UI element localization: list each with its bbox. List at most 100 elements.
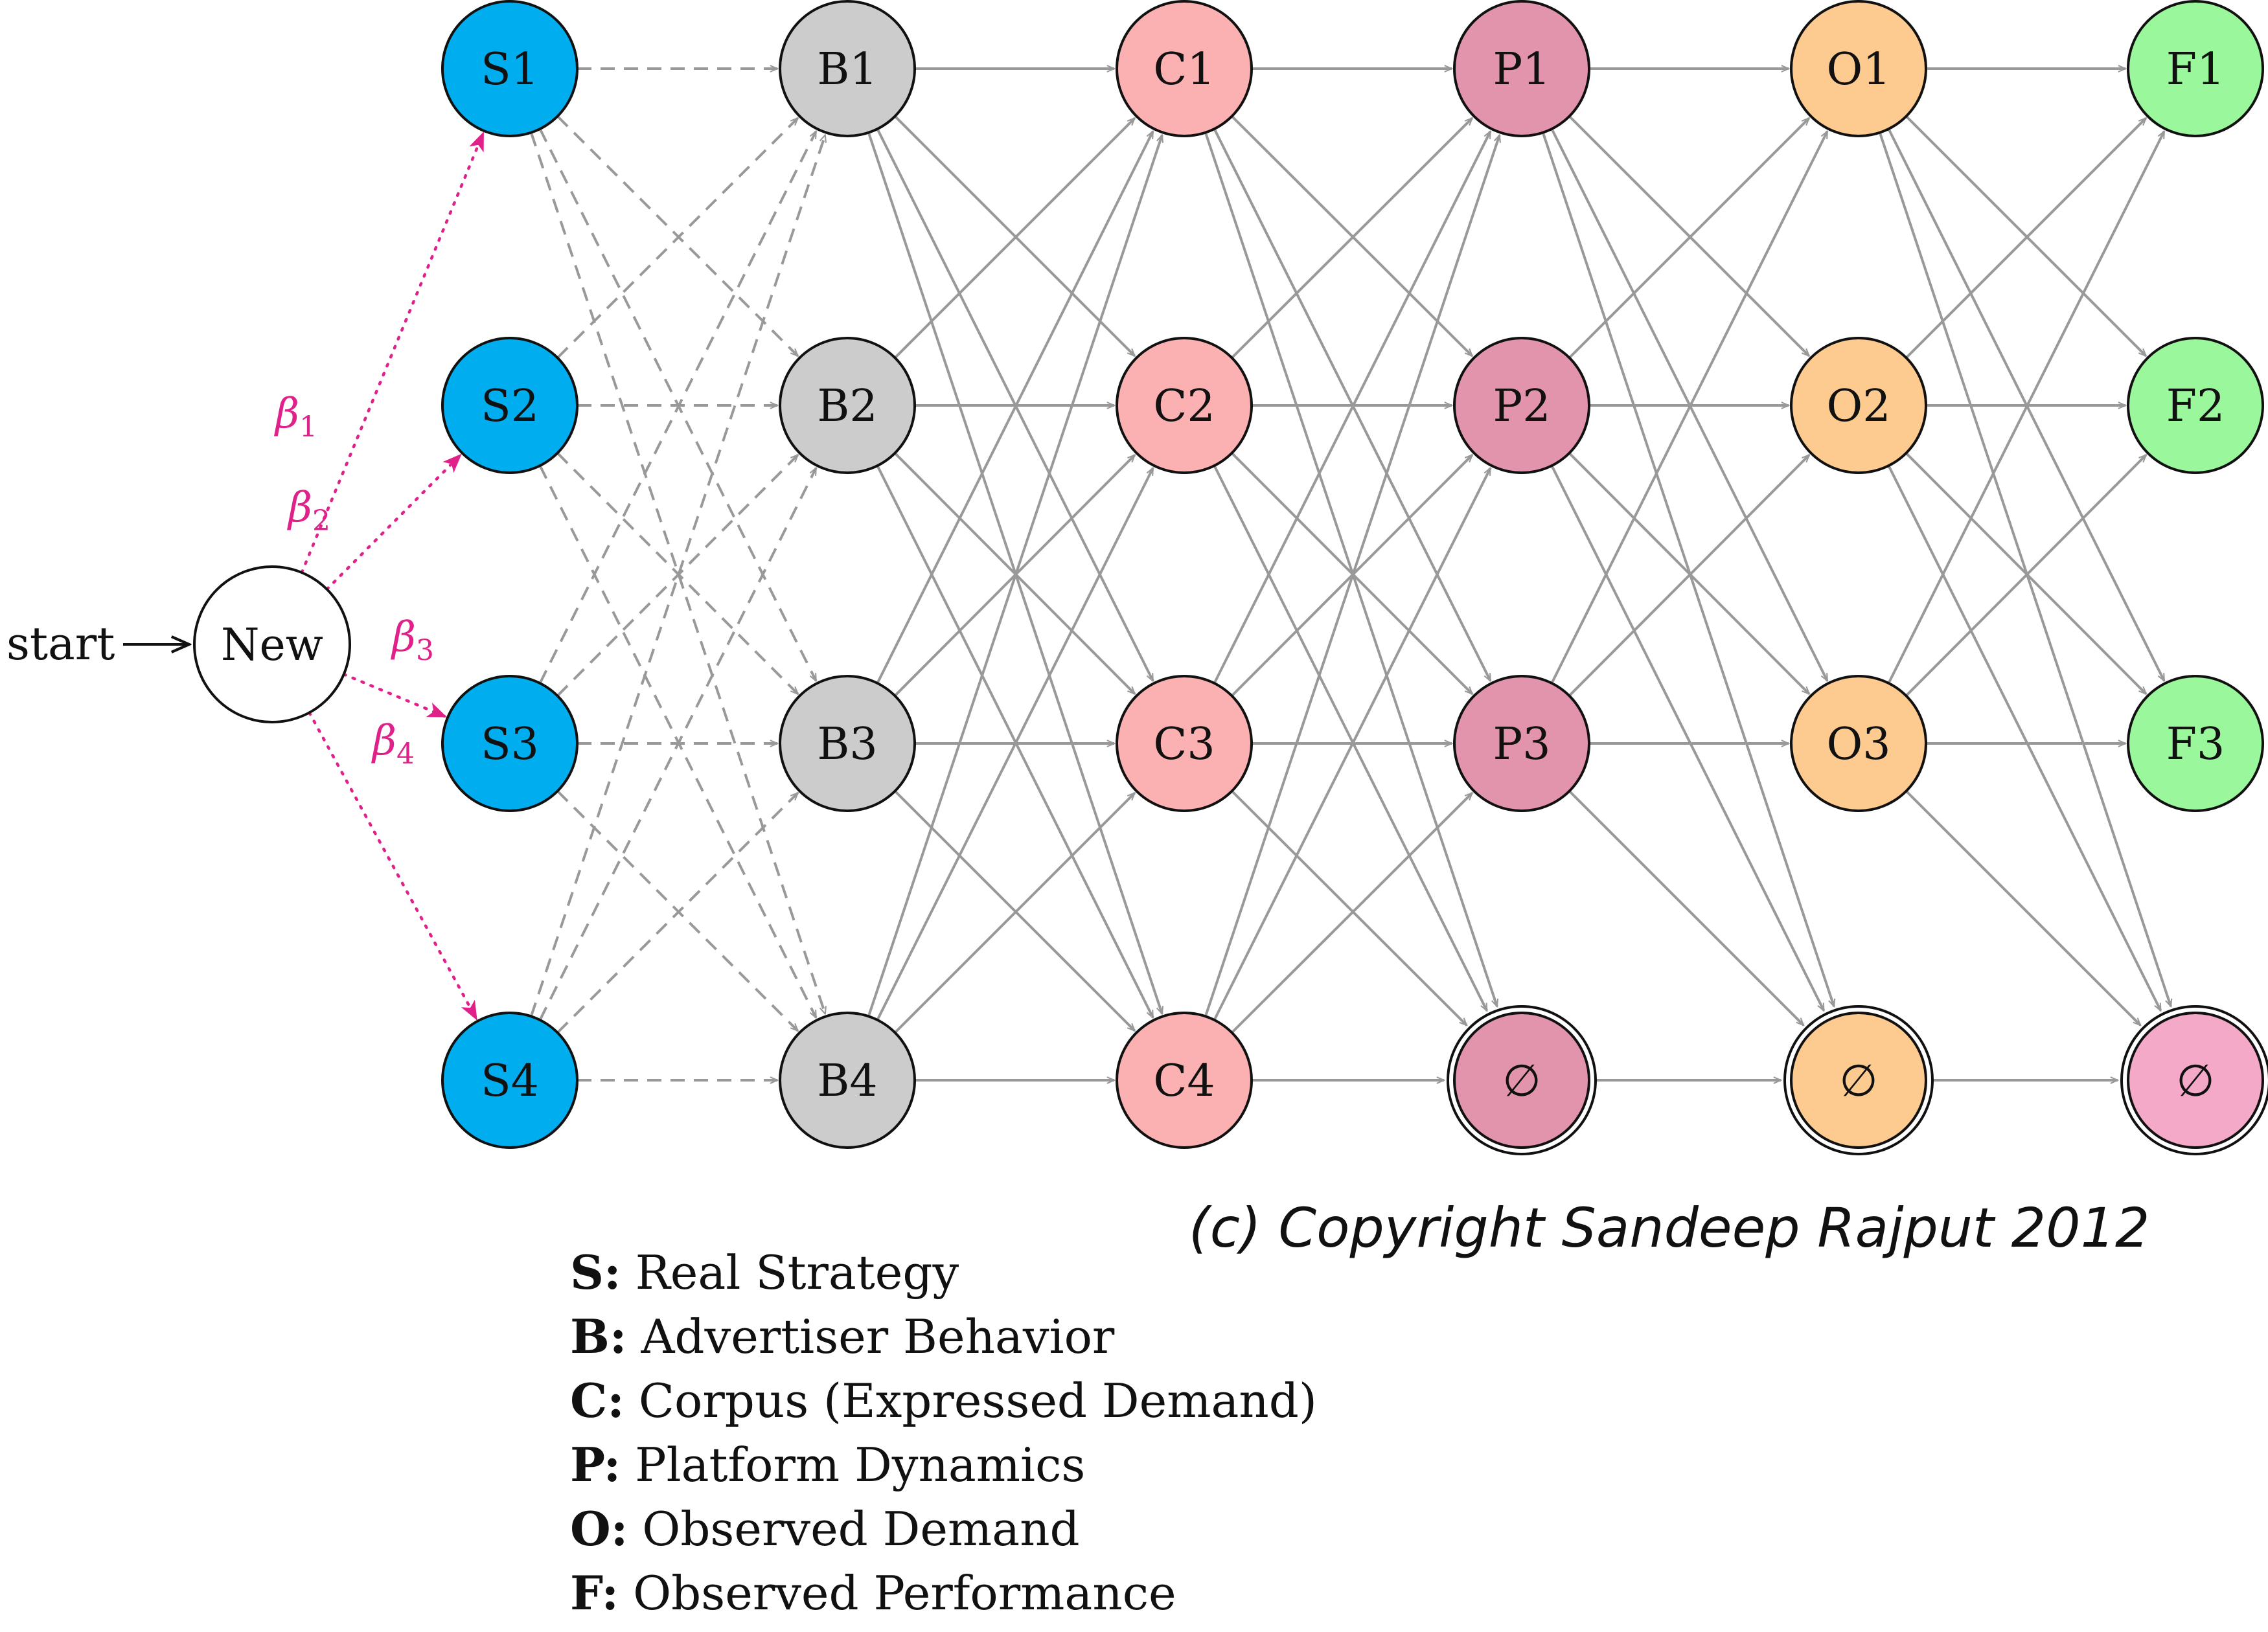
node-new-label: New	[221, 620, 323, 671]
edge-b4-to-c3	[894, 793, 1135, 1034]
node-o2-label: O2	[1826, 381, 1890, 432]
node-f2: F2	[2127, 337, 2264, 474]
edge-c2-to-p1	[1231, 118, 1472, 359]
node-f1: F1	[2127, 0, 2264, 137]
edge-c4-to-p1	[1204, 135, 1500, 1017]
node-o3-label: O3	[1826, 719, 1890, 770]
node-p3-label: P3	[1493, 719, 1550, 770]
node-f3-circle	[2127, 675, 2264, 812]
node-s1: S1	[441, 0, 578, 137]
node-c4-circle	[1116, 1012, 1253, 1149]
legend-key: B:	[570, 1309, 626, 1364]
node-new: New	[193, 565, 351, 723]
start-edge-to-s1	[300, 131, 485, 574]
legend-text: Observed Performance	[633, 1566, 1176, 1620]
node-b2: B2	[779, 337, 916, 474]
beta-label-2: β2	[287, 484, 330, 538]
node-c1-circle	[1116, 0, 1253, 137]
node-c3: C3	[1116, 675, 1253, 812]
node-f1-label: F1	[2166, 44, 2225, 95]
node-o1: O1	[1790, 0, 1927, 137]
edge-s4-to-b3	[556, 793, 798, 1034]
node-s3-circle	[441, 675, 578, 812]
legend-item-o: O: Observed Demand	[570, 1501, 1080, 1556]
edge-p3-to-o1	[1550, 131, 1829, 684]
node-b1-circle	[779, 0, 916, 137]
edge-p3-to-o2	[1568, 455, 1809, 697]
edge-s3-to-b2	[556, 455, 798, 697]
start-edge-to-s2	[325, 453, 463, 591]
node-p2: P2	[1453, 337, 1590, 474]
node-s1-label: S1	[481, 44, 539, 95]
node-b2-label: B2	[817, 381, 877, 432]
edge-p3-to-ompty	[1568, 790, 1804, 1026]
node-b1-label: B1	[817, 44, 877, 95]
node-s4-circle	[441, 1012, 578, 1149]
edge-c4-to-p3	[1231, 793, 1472, 1034]
node-f-terminal: ∅	[2120, 1005, 2268, 1155]
node-s4-label: S4	[481, 1056, 539, 1107]
node-o3: O3	[1790, 675, 1927, 812]
node-b4: B4	[779, 1012, 916, 1149]
node-c2-label: C2	[1153, 381, 1215, 432]
start-indicator: start	[6, 617, 189, 670]
legend-key: C:	[570, 1373, 624, 1428]
node-p3-circle	[1453, 675, 1590, 812]
node-c4-label: C4	[1153, 1056, 1215, 1107]
legend-key: O:	[570, 1501, 628, 1556]
node-o1-circle	[1790, 0, 1927, 137]
node-f1-circle	[2127, 0, 2264, 137]
legend-text: Corpus (Expressed Demand)	[639, 1374, 1317, 1428]
edge-b1-to-c2	[894, 115, 1135, 356]
edge-o1-to-fmpty	[1878, 132, 2171, 1006]
node-s3-label: S3	[481, 719, 539, 770]
edge-p1-to-ompty	[1541, 132, 1834, 1006]
node-b4-label: B4	[817, 1056, 877, 1107]
edge-o3-to-f2	[1905, 455, 2146, 697]
node-p2-label: P2	[1493, 381, 1550, 432]
node-s2-label: S2	[481, 381, 539, 432]
beta-label-1: β1	[274, 390, 317, 444]
edge-c3-to-p1	[1213, 131, 1492, 684]
node-f3: F3	[2127, 675, 2264, 812]
node-b2-circle	[779, 337, 916, 474]
node-c1: C1	[1116, 0, 1253, 137]
node-f2-label: F2	[2166, 381, 2225, 432]
edge-s3-to-b1	[538, 131, 818, 684]
beta-label-4: β4	[371, 717, 415, 771]
node-s2-circle	[441, 337, 578, 474]
node-b3: B3	[779, 675, 916, 812]
node-c3-circle	[1116, 675, 1253, 812]
edge-b3-to-c1	[876, 131, 1154, 684]
node-o-terminal: ∅	[1783, 1005, 1934, 1155]
edge-o1-to-f2	[1905, 115, 2146, 356]
node-o1-label: O1	[1826, 44, 1890, 95]
node-c2-circle	[1116, 337, 1253, 474]
node-p1-circle	[1453, 0, 1590, 137]
node-p-terminal-circle	[1453, 1012, 1590, 1149]
edge-o3-to-fmpty	[1905, 790, 2141, 1026]
node-o-terminal-circle	[1790, 1012, 1927, 1149]
edge-s4-to-b1	[530, 135, 825, 1017]
edge-o3-to-f1	[1887, 131, 2166, 684]
node-o2: O2	[1790, 337, 1927, 474]
legend-text: Platform Dynamics	[635, 1438, 1085, 1492]
start-edge-to-s3	[342, 672, 448, 718]
edge-b4-to-c1	[867, 135, 1162, 1017]
legend-item-b: B:Advertiser Behavior	[570, 1309, 1115, 1364]
node-p-terminal: ∅	[1447, 1005, 1597, 1155]
node-b3-circle	[779, 675, 916, 812]
legend-item-s: S:Real Strategy	[570, 1245, 959, 1300]
legend-text: Real Strategy	[636, 1245, 959, 1300]
node-p3: P3	[1453, 675, 1590, 812]
node-b4-circle	[779, 1012, 916, 1149]
node-s2: S2	[441, 337, 578, 474]
node-c4: C4	[1116, 1012, 1253, 1149]
node-s1-circle	[441, 0, 578, 137]
node-b3-label: B3	[817, 719, 877, 770]
node-s4: S4	[441, 1012, 578, 1149]
start-edge-to-s4	[308, 711, 478, 1021]
legend-text: Observed Demand	[642, 1502, 1079, 1556]
